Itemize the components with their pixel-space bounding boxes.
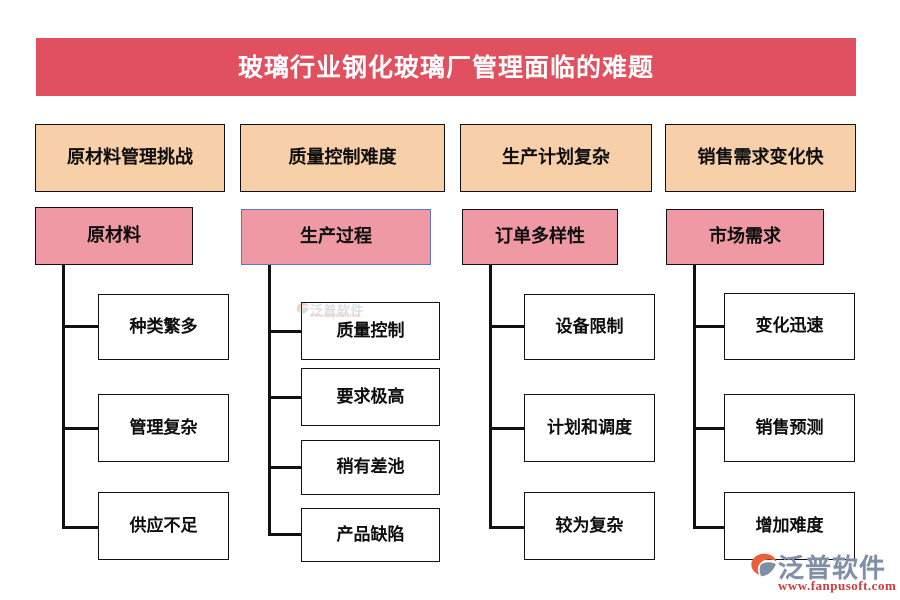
- column-4-trunk: [693, 265, 696, 528]
- column-4-branch-1: [693, 325, 725, 328]
- column-4-leaf-3-label: 增加难度: [755, 515, 824, 536]
- column-4-subject-box[interactable]: 市场需求: [666, 209, 824, 265]
- column-3-leaf-2[interactable]: 计划和调度: [524, 394, 655, 462]
- column-2-header-label: 质量控制难度: [288, 147, 397, 169]
- column-2-branch-4: [268, 533, 301, 536]
- watermark-url: www.fanpusoft.com: [778, 578, 897, 593]
- column-1-leaf-2-label: 管理复杂: [129, 417, 198, 438]
- column-2-subject-box[interactable]: 生产过程: [241, 209, 431, 265]
- column-3-leaf-1-label: 设备限制: [555, 316, 624, 337]
- column-4-branch-2: [693, 427, 725, 430]
- column-1-leaf-1[interactable]: 种类繁多: [98, 294, 229, 360]
- column-4-leaf-3[interactable]: 增加难度: [724, 492, 855, 560]
- column-3-leaf-1[interactable]: 设备限制: [524, 294, 655, 360]
- column-4-branch-3: [693, 526, 725, 529]
- column-1-subject-label: 原材料: [87, 225, 141, 247]
- column-4-header-label: 销售需求变化快: [697, 147, 824, 169]
- column-1-header-label: 原材料管理挑战: [67, 147, 193, 169]
- column-3-leaf-2-label: 计划和调度: [547, 417, 632, 438]
- diagram-title-banner: 玻璃行业钢化玻璃厂管理面临的难题: [36, 38, 856, 96]
- column-4-leaf-2-label: 销售预测: [755, 417, 824, 438]
- column-2-leaf-4[interactable]: 产品缺陷: [301, 508, 440, 562]
- column-1-subject-box[interactable]: 原材料: [35, 207, 193, 265]
- column-1-leaf-1-label: 种类繁多: [129, 316, 198, 337]
- column-3-leaf-3[interactable]: 较为复杂: [524, 492, 655, 560]
- column-4-header-box[interactable]: 销售需求变化快: [665, 124, 856, 192]
- column-3-header-label: 生产计划复杂: [502, 147, 610, 169]
- column-2-header-box[interactable]: 质量控制难度: [240, 124, 445, 192]
- column-2-leaf-2-label: 要求极高: [336, 386, 405, 407]
- column-3-header-box[interactable]: 生产计划复杂: [460, 124, 652, 192]
- column-1-leaf-3[interactable]: 供应不足: [98, 492, 229, 560]
- column-1-leaf-3-label: 供应不足: [129, 515, 198, 536]
- column-4-leaf-1-label: 变化迅速: [755, 316, 824, 337]
- column-2-leaf-4-label: 产品缺陷: [336, 524, 405, 545]
- column-1-branch-3: [62, 526, 99, 529]
- column-3-trunk: [489, 265, 492, 528]
- column-3-branch-2: [489, 427, 525, 430]
- column-3-branch-1: [489, 325, 525, 328]
- column-4-leaf-1[interactable]: 变化迅速: [724, 293, 855, 360]
- column-2-branch-2: [268, 396, 301, 399]
- column-3-subject-label: 订单多样性: [495, 226, 585, 248]
- column-2-leaf-3[interactable]: 稍有差池: [301, 440, 440, 495]
- column-1-trunk: [62, 265, 65, 528]
- column-2-branch-3: [268, 466, 301, 469]
- column-2-subject-label: 生产过程: [300, 226, 372, 248]
- column-2-leaf-1[interactable]: 质量控制: [301, 302, 440, 360]
- column-2-leaf-3-label: 稍有差池: [336, 457, 405, 478]
- column-3-leaf-3-label: 较为复杂: [555, 515, 624, 536]
- column-2-leaf-2[interactable]: 要求极高: [301, 368, 440, 426]
- column-3-branch-3: [489, 526, 525, 529]
- column-2-branch-1: [268, 330, 301, 333]
- column-4-leaf-2[interactable]: 销售预测: [724, 394, 855, 462]
- page-title: 玻璃行业钢化玻璃厂管理面临的难题: [237, 52, 654, 82]
- column-2-trunk: [268, 265, 271, 535]
- column-1-header-box[interactable]: 原材料管理挑战: [35, 124, 225, 192]
- column-4-subject-label: 市场需求: [709, 226, 781, 248]
- column-1-branch-2: [62, 427, 99, 430]
- column-3-subject-box[interactable]: 订单多样性: [462, 209, 618, 265]
- column-2-leaf-1-label: 质量控制: [336, 320, 405, 341]
- column-1-branch-1: [62, 325, 99, 328]
- column-1-leaf-2[interactable]: 管理复杂: [98, 394, 229, 462]
